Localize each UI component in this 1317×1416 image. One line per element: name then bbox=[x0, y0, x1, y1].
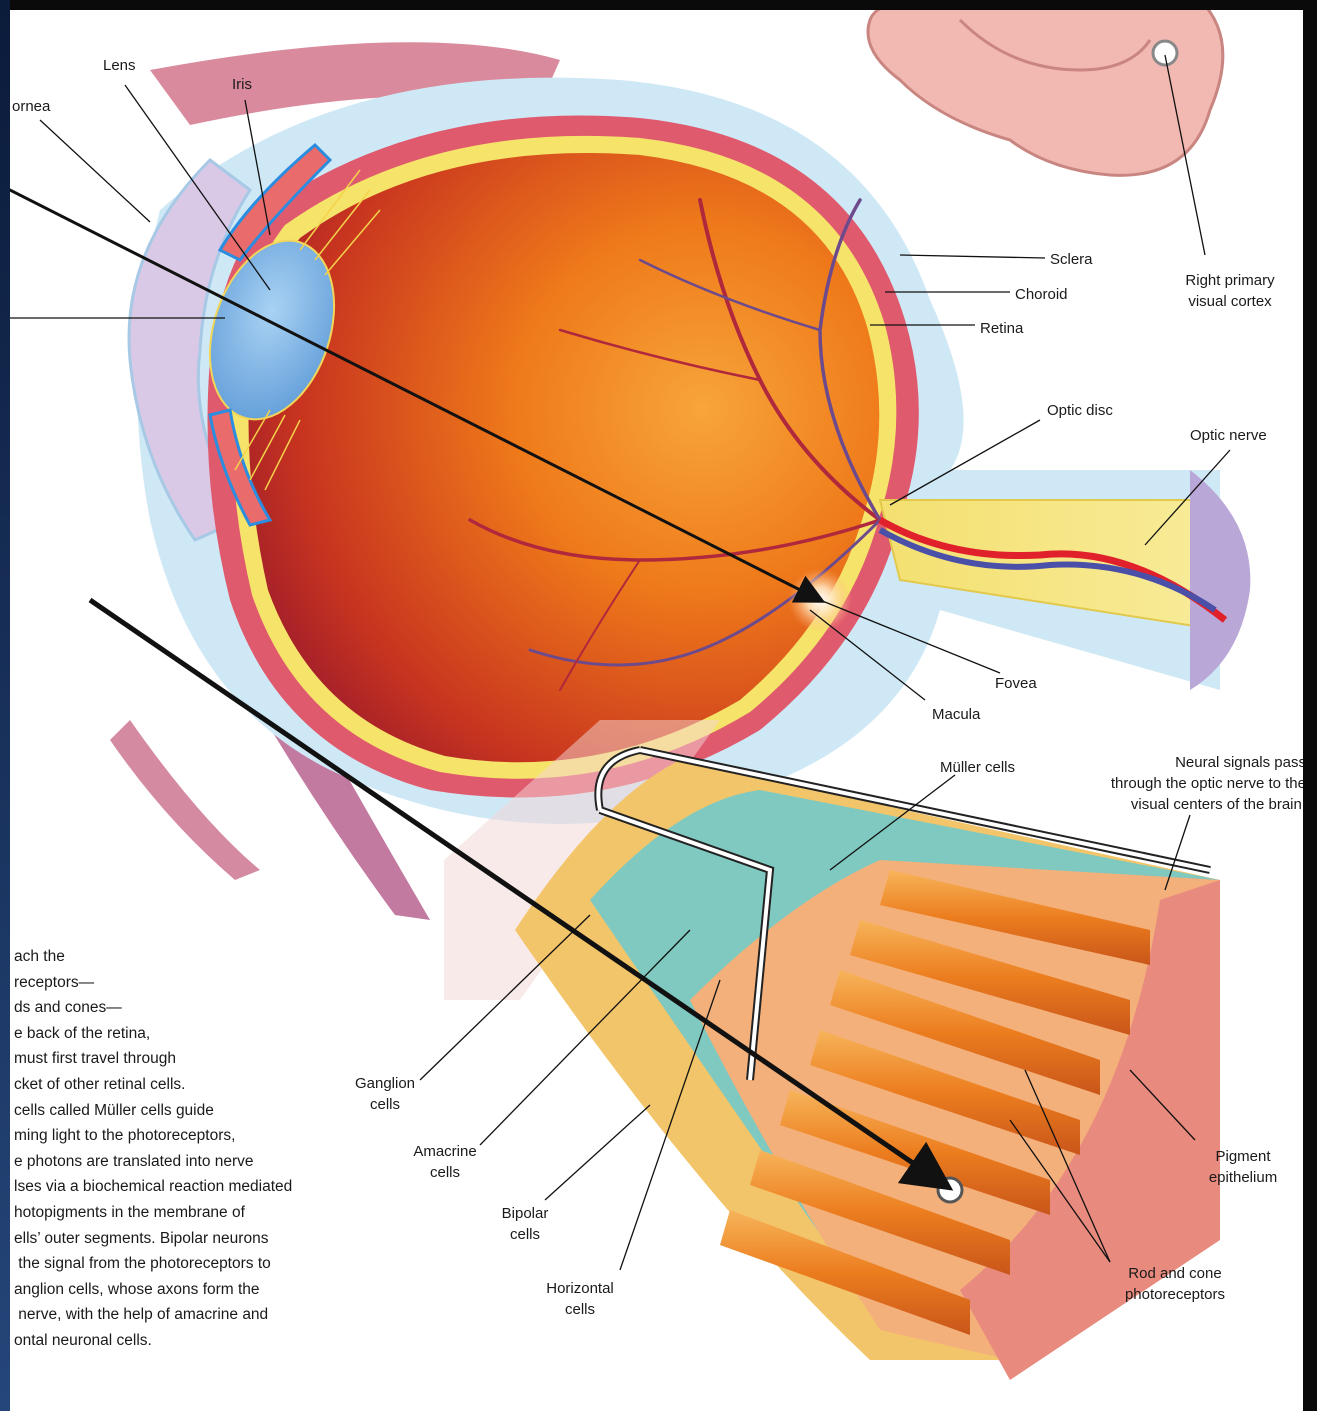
label-cornea: ornea bbox=[12, 96, 50, 117]
label-pigment-epithelium: Pigment epithelium bbox=[1188, 1146, 1298, 1188]
label-optic-disc: Optic disc bbox=[1047, 400, 1113, 421]
right-border bbox=[1303, 0, 1317, 1411]
label-retina: Retina bbox=[980, 318, 1023, 339]
label-lens: Lens bbox=[103, 55, 136, 76]
top-border bbox=[0, 0, 1317, 10]
label-optic-nerve: Optic nerve bbox=[1190, 425, 1267, 446]
label-fovea: Fovea bbox=[995, 673, 1037, 694]
label-bipolar-cells: Bipolar cells bbox=[480, 1203, 570, 1245]
label-horizontal-cells: Horizontal cells bbox=[525, 1278, 635, 1320]
label-sclera: Sclera bbox=[1050, 249, 1093, 270]
brain-cortex bbox=[868, 0, 1223, 175]
label-right-primary-visual-cortex: Right primary visual cortex bbox=[1160, 270, 1300, 312]
left-border bbox=[0, 0, 10, 1411]
label-choroid: Choroid bbox=[1015, 284, 1068, 305]
label-rod-and-cone-photoreceptors: Rod and cone photoreceptors bbox=[1100, 1263, 1250, 1305]
label-ganglion-cells: Ganglion cells bbox=[340, 1073, 430, 1115]
label-macula: Macula bbox=[932, 704, 980, 725]
optic-nerve-cap bbox=[1190, 470, 1250, 690]
caption-text: ach the receptors— ds and cones— e back … bbox=[14, 944, 292, 1354]
label-neural-signals: Neural signals pass through the optic ne… bbox=[1060, 752, 1306, 815]
label-muller-cells: Müller cells bbox=[940, 757, 1015, 778]
label-iris: Iris bbox=[232, 74, 252, 95]
label-amacrine-cells: Amacrine cells bbox=[400, 1141, 490, 1183]
